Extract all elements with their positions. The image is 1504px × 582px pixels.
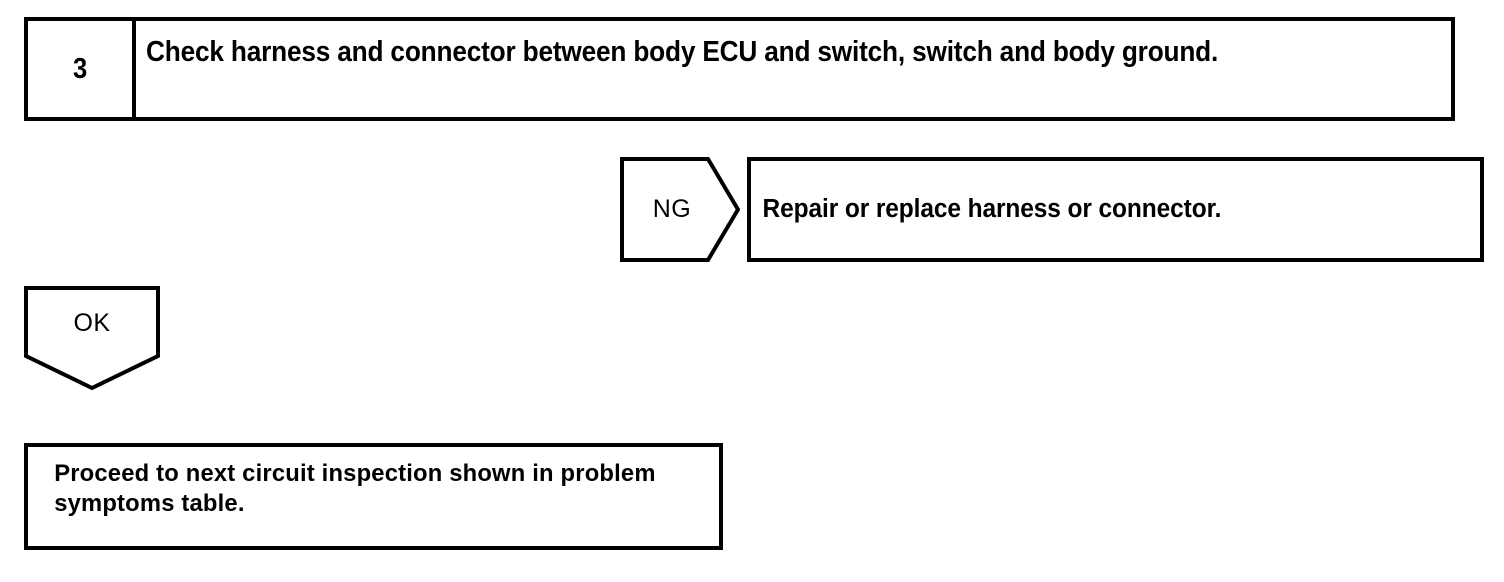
ng-result-box: Repair or replace harness or connector. (747, 157, 1484, 262)
ng-result-text: Repair or replace harness or connector. (762, 195, 1222, 224)
ok-arrow-shape (24, 286, 160, 390)
ok-result-box: Proceed to next circuit inspection shown… (24, 443, 723, 550)
step-number: 3 (72, 52, 88, 85)
ng-branch-label-wrap: NG (620, 157, 724, 262)
step-number-cell: 3 (28, 21, 136, 117)
step-instruction-text: Check harness and connector between body… (146, 36, 1219, 68)
ok-branch-label: OK (73, 308, 111, 337)
ng-branch-label: NG (652, 195, 692, 223)
step-instruction-cell: Check harness and connector between body… (136, 21, 1451, 117)
ng-arrow-shape (620, 157, 740, 262)
ok-result-text: Proceed to next circuit inspection shown… (54, 460, 656, 517)
ok-branch-label-wrap: OK (24, 286, 160, 360)
step-box: 3 Check harness and connector between bo… (24, 17, 1455, 121)
